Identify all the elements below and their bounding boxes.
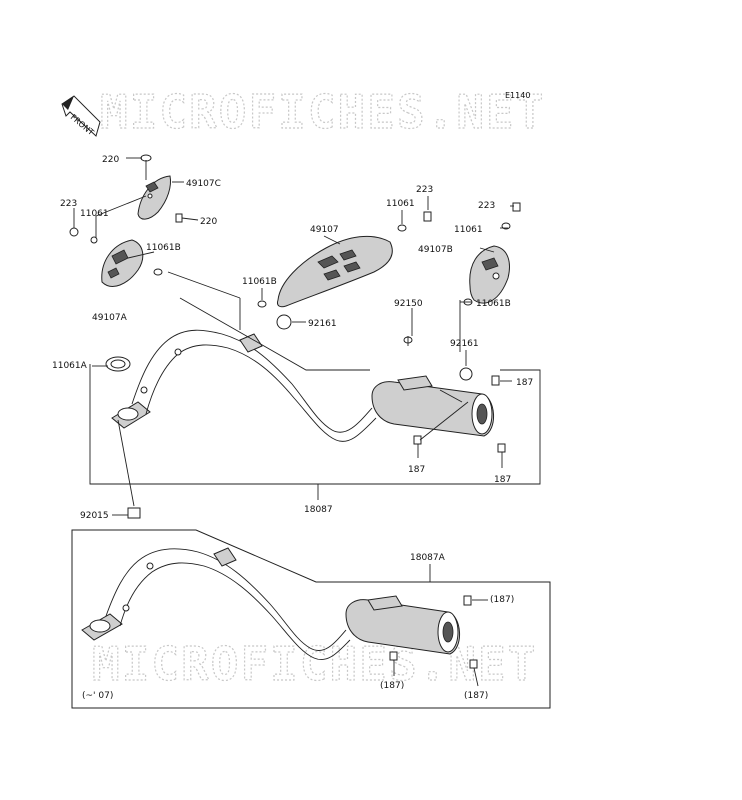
watermark-top: MICROFICHES.NET bbox=[100, 85, 545, 139]
heat-guard-49107a bbox=[69, 227, 163, 287]
diagram-code: E1140 bbox=[505, 91, 530, 100]
label-92150: 92150 bbox=[394, 299, 423, 309]
label-11061b-mid: 11061B bbox=[242, 277, 277, 287]
heat-guard-49107 bbox=[257, 211, 432, 308]
front-arrow-icon: FRONT bbox=[61, 95, 101, 137]
label-18087: 18087 bbox=[304, 505, 333, 515]
label-223-right: 223 bbox=[478, 201, 495, 211]
muffler-bottom bbox=[345, 595, 478, 669]
label-223-mid: 223 bbox=[416, 185, 433, 195]
label-187-a: 187 bbox=[516, 378, 533, 388]
label-model-note: (~' 07) bbox=[82, 691, 113, 701]
label-187-d: (187) bbox=[490, 595, 514, 605]
heat-guard-49107c bbox=[137, 154, 183, 223]
label-187-b: 187 bbox=[408, 465, 425, 475]
label-49107b: 49107B bbox=[418, 245, 453, 255]
leader-lines-top bbox=[73, 157, 541, 516]
label-49107a: 49107A bbox=[92, 313, 128, 323]
label-220-top: 220 bbox=[102, 155, 119, 165]
heat-guard-49107b bbox=[463, 202, 521, 306]
label-11061b-left: 11061B bbox=[146, 243, 181, 253]
variant-box bbox=[71, 529, 551, 709]
label-11061-mid: 11061 bbox=[386, 199, 415, 209]
label-187-e: (187) bbox=[380, 681, 404, 691]
exhaust-pipe-bottom bbox=[81, 547, 351, 660]
label-11061b-right: 11061B bbox=[476, 299, 511, 309]
gasket-11061a-hole bbox=[110, 359, 126, 369]
label-92161-a: 92161 bbox=[308, 319, 337, 329]
label-92015: 92015 bbox=[80, 511, 109, 521]
label-92161-b: 92161 bbox=[450, 339, 479, 349]
label-18087a: 18087A bbox=[410, 553, 446, 563]
label-187-c: 187 bbox=[494, 475, 511, 485]
label-49107c: 49107C bbox=[186, 179, 221, 189]
nut-92015 bbox=[127, 507, 141, 519]
watermark-bottom: MICROFICHES.NET bbox=[92, 637, 537, 691]
label-11061-left: 11061 bbox=[80, 209, 109, 219]
label-220-bottom: 220 bbox=[200, 217, 217, 227]
leader-lines-bottom bbox=[393, 564, 488, 687]
label-187-f: (187) bbox=[464, 691, 488, 701]
label-223-left: 223 bbox=[60, 199, 77, 209]
label-11061a: 11061A bbox=[52, 361, 88, 371]
muffler-top bbox=[371, 367, 506, 453]
label-11061-right: 11061 bbox=[454, 225, 483, 235]
exhaust-pipe-top bbox=[111, 314, 413, 442]
label-49107: 49107 bbox=[310, 225, 339, 235]
